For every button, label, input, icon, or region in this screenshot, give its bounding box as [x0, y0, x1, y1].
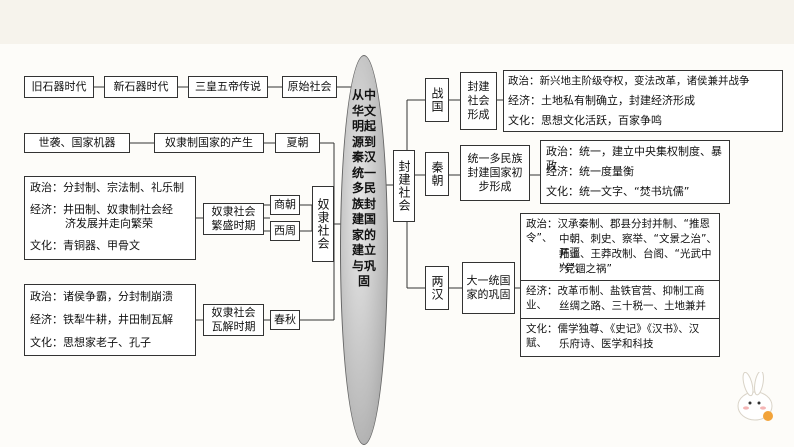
- box-prosper-stage: 奴隶社会繁盛时期: [203, 203, 264, 235]
- box-three-sovereigns: 三皇五帝传说: [188, 76, 268, 98]
- box-shang: 商朝: [270, 195, 300, 215]
- box-han: 两汉: [425, 266, 449, 310]
- warring-states-label: 战国: [430, 87, 444, 113]
- list-item: 经济：改革币制、盐铁官营、抑制工商业、: [526, 285, 705, 311]
- box-warring-states: 战国: [425, 78, 449, 122]
- list-item: 丝绸之路、三十税一、土地兼并: [559, 300, 706, 312]
- qin-label: 秦朝: [430, 161, 444, 187]
- list-decline: 政治：诸侯争霸，分封制崩溃 经济：铁犁牛耕，井田制瓦解 文化：思想家老子、孔子: [24, 284, 196, 356]
- feudal-society-label: 封建社会: [397, 160, 411, 212]
- list-item: 拓土、王莽改制、台阁、“光武中兴”、: [559, 248, 712, 274]
- box-paleolithic: 旧石器时代: [24, 76, 94, 98]
- box-western-zhou: 西周: [270, 221, 300, 241]
- list-item: 济发展并走向繁荣: [65, 217, 153, 230]
- central-topic: 从中华文明起源到秦汉统一多民族封建国家的建立与巩固: [352, 88, 377, 288]
- slave-society-label: 奴隶社会: [316, 198, 330, 250]
- box-spring-autumn: 春秋: [270, 310, 300, 330]
- divider: [521, 280, 719, 281]
- list-item: 政治：分封制、宗法制、礼乐制: [30, 181, 184, 194]
- header-band: [0, 0, 794, 44]
- list-item: 文化：思想文化活跃，百家争鸣: [508, 114, 662, 127]
- list-item: 经济：统一度量衡: [546, 165, 634, 178]
- box-slave-state-origin: 奴隶制国家的产生: [154, 133, 264, 153]
- box-primitive-society: 原始社会: [282, 76, 337, 98]
- list-item: 经济：铁犁牛耕，井田制瓦解: [30, 313, 173, 326]
- central-oval: [340, 55, 388, 445]
- box-han-stage: 大一统国家的巩固: [462, 262, 515, 314]
- box-hereditary-state: 世袭、国家机器: [24, 133, 130, 153]
- rabbit-mascot-icon: [737, 372, 773, 421]
- list-item: 文化：儒学独尊、《史记》《汉书》、汉赋、: [526, 323, 700, 349]
- list-item: 经济：井田制、奴隶制社会经: [30, 203, 173, 216]
- box-slave-society: 奴隶社会: [312, 186, 334, 262]
- list-han: 政治：汉承秦制、郡县分封并制、“推恩令”、 中朝、刺史、察举、“文景之治”、开疆…: [520, 213, 720, 357]
- box-xia: 夏朝: [275, 133, 320, 153]
- list-item: 政治：汉承秦制、郡县分封并制、“推恩令”、: [526, 218, 710, 244]
- box-feudal-society: 封建社会: [393, 150, 415, 222]
- list-item: 政治：新兴地主阶级夺权，变法改革，诸侯兼并战争: [508, 75, 750, 87]
- box-qin-stage: 统一多民族封建国家初步形成: [460, 145, 530, 201]
- list-item: 政治：诸侯争霸，分封制崩溃: [30, 290, 173, 303]
- list-warring-states: 政治：新兴地主阶级夺权，变法改革，诸侯兼并战争 经济：土地私有制确立，封建经济形…: [503, 70, 783, 132]
- box-qin: 秦朝: [425, 152, 449, 196]
- han-label: 两汉: [430, 275, 444, 301]
- list-item: 经济：土地私有制确立，封建经济形成: [508, 94, 695, 107]
- list-item: 文化：青铜器、甲骨文: [30, 239, 140, 252]
- list-item: 文化：统一文字、“焚书坑儒”: [546, 185, 690, 198]
- list-prosperity: 政治：分封制、宗法制、礼乐制 经济：井田制、奴隶制社会经 济发展并走向繁荣 文化…: [24, 176, 196, 260]
- box-neolithic: 新石器时代: [104, 76, 178, 98]
- list-item: 中朝、刺史、察举、“文景之治”、开疆: [559, 233, 717, 259]
- list-item: 政治：统一，建立中央集权制度、暴政: [546, 145, 722, 172]
- divider: [521, 318, 719, 319]
- list-qin: 政治：统一，建立中央集权制度、暴政 经济：统一度量衡 文化：统一文字、“焚书坑儒…: [540, 140, 730, 204]
- box-feudal-formation: 封建社会形成: [460, 72, 497, 130]
- box-decline-stage: 奴隶社会瓦解时期: [203, 304, 264, 336]
- list-item: “党锢之祸”: [559, 263, 612, 275]
- list-item: 文化：思想家老子、孔子: [30, 336, 151, 349]
- list-item: 乐府诗、医学和科技: [559, 338, 654, 350]
